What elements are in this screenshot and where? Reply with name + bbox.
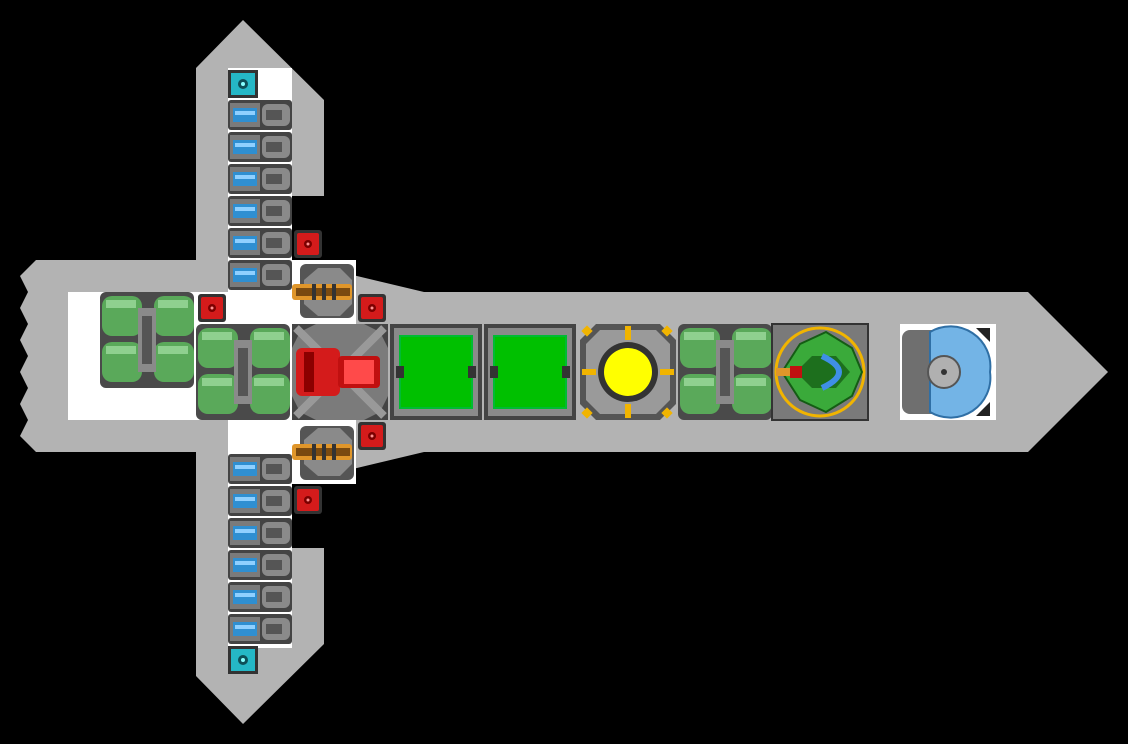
blue-tank-top-5[interactable]	[228, 228, 292, 258]
orange-gun-bottom[interactable]	[292, 426, 354, 480]
blue-shield-module[interactable]	[900, 324, 996, 420]
red-block-4[interactable]	[358, 422, 386, 450]
cyan-node-bottom[interactable]	[228, 646, 258, 674]
blue-tank-bottom-4[interactable]	[228, 550, 292, 580]
green-cargo-1[interactable]	[390, 324, 482, 420]
blue-tank-bottom-5[interactable]	[228, 582, 292, 612]
blue-tank-bottom-1[interactable]	[228, 454, 292, 484]
blue-tank-top-6[interactable]	[228, 260, 292, 290]
red-block-2[interactable]	[198, 294, 226, 322]
blue-tank-top-4[interactable]	[228, 196, 292, 226]
orange-gun-top[interactable]	[292, 264, 354, 318]
fuel-tank-column-bottom	[228, 454, 292, 644]
green-cockpit[interactable]	[771, 323, 869, 421]
blue-tank-top-2[interactable]	[228, 132, 292, 162]
red-block-group	[198, 230, 386, 514]
red-block-1[interactable]	[294, 230, 322, 258]
engine-group	[100, 292, 772, 420]
blue-tank-top-3[interactable]	[228, 164, 292, 194]
green-engine-rear[interactable]	[100, 292, 194, 388]
blue-tank-bottom-2[interactable]	[228, 486, 292, 516]
red-block-3[interactable]	[358, 294, 386, 322]
fuel-tank-column-top	[228, 100, 292, 290]
red-turret[interactable]	[292, 324, 388, 420]
yellow-reactor[interactable]	[580, 324, 676, 420]
blue-tank-top-1[interactable]	[228, 100, 292, 130]
green-engine-front[interactable]	[678, 324, 772, 420]
green-cargo-2[interactable]	[484, 324, 576, 420]
blue-tank-bottom-3[interactable]	[228, 518, 292, 548]
cyan-node-top[interactable]	[228, 70, 258, 98]
red-block-5[interactable]	[294, 486, 322, 514]
blue-tank-bottom-6[interactable]	[228, 614, 292, 644]
green-engine-mid[interactable]	[196, 324, 290, 420]
